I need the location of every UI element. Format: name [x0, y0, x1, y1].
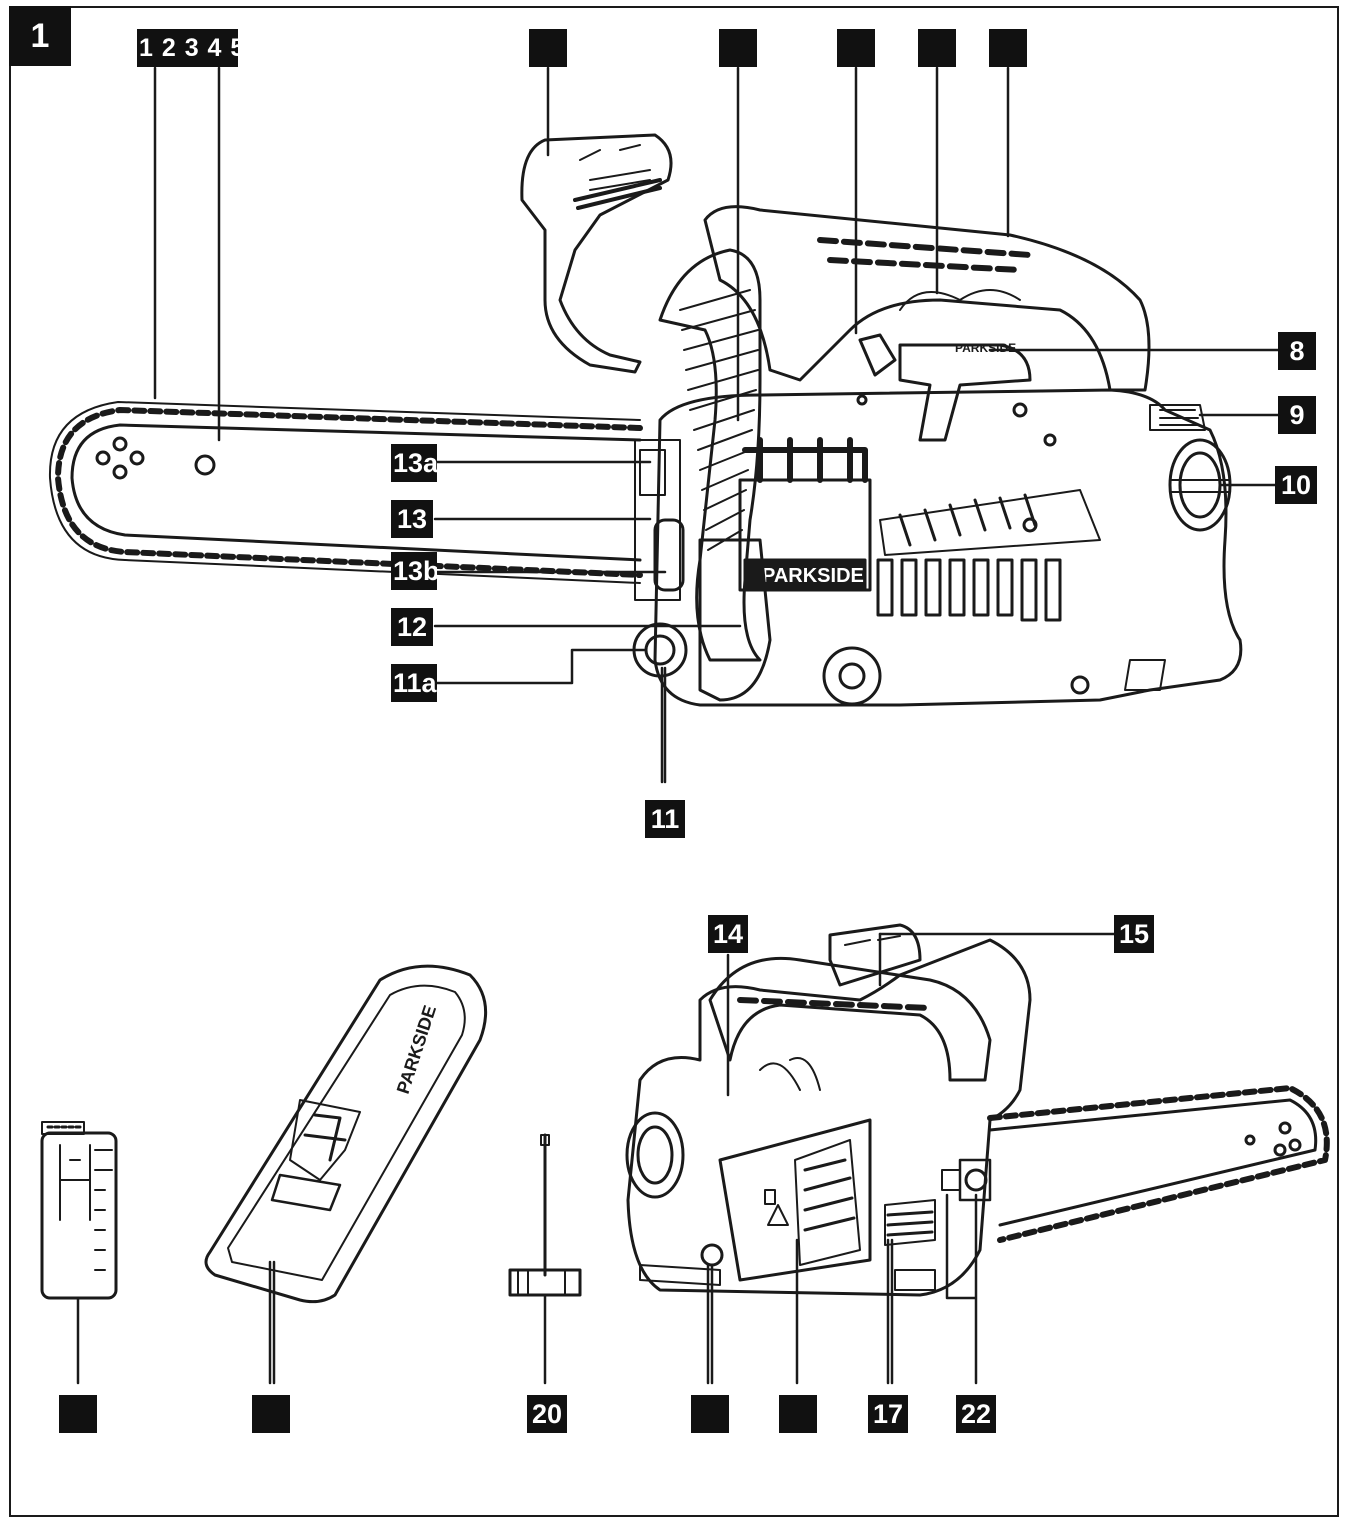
guide-bar-rear	[988, 1098, 1318, 1227]
callout-12: 12	[391, 608, 433, 646]
callout-blank	[719, 29, 757, 67]
cover-brand: PARKSIDE	[393, 1003, 440, 1096]
motor-housing	[653, 388, 1243, 707]
housing-brand: PARKSIDE	[762, 565, 864, 587]
leader-lines-bottom	[706, 932, 1119, 1385]
cooling-vents	[876, 489, 1101, 622]
chain-guide-cover: PARKSIDE	[204, 964, 488, 1385]
figure-number-badge: 1	[9, 6, 71, 66]
callout-blank	[837, 29, 875, 67]
callout-11: 11	[645, 800, 685, 838]
callout-10: 10	[1275, 466, 1317, 504]
callout-8: 8	[1278, 332, 1316, 370]
front-hand-guard	[520, 133, 673, 374]
top-handle	[703, 205, 1151, 392]
callout-13b: 13b	[391, 552, 437, 590]
saw-chain	[55, 407, 643, 578]
callout-13a: 13a	[391, 444, 437, 482]
callout-9: 9	[1278, 396, 1316, 434]
callout-17: 17	[868, 1395, 908, 1433]
callout-1-2-3-4-5: 1 2 3 4 5	[137, 29, 238, 67]
callout-14: 14	[708, 915, 748, 953]
callout-blank	[252, 1395, 290, 1433]
callout-13: 13	[391, 500, 433, 538]
callout-blank	[779, 1395, 817, 1433]
callout-blank	[529, 29, 567, 67]
callout-22: 22	[956, 1395, 996, 1433]
handle-brand: PARKSIDE	[955, 341, 1016, 355]
filing-gauge	[40, 1121, 118, 1385]
rear-hose	[658, 248, 762, 662]
callout-blank	[918, 29, 956, 67]
chainsaw-side-view: PARKSIDE PARKSIDE	[48, 66, 1280, 784]
leader-lines-top	[153, 66, 1280, 784]
callout-blank	[691, 1395, 729, 1433]
chainsaw-rear-view	[625, 923, 1330, 1385]
callout-15: 15	[1114, 915, 1154, 953]
combination-spanner	[508, 1133, 582, 1385]
trigger	[898, 343, 1032, 442]
warning-triangle-icon	[767, 1204, 789, 1226]
callout-blank	[989, 29, 1027, 67]
callout-blank	[59, 1395, 97, 1433]
figure-frame	[9, 6, 1339, 1517]
chain-tension-wheel	[653, 518, 685, 592]
callout-20: 20	[527, 1395, 567, 1433]
guide-bar	[70, 423, 642, 562]
callout-11a: 11a	[391, 664, 437, 702]
